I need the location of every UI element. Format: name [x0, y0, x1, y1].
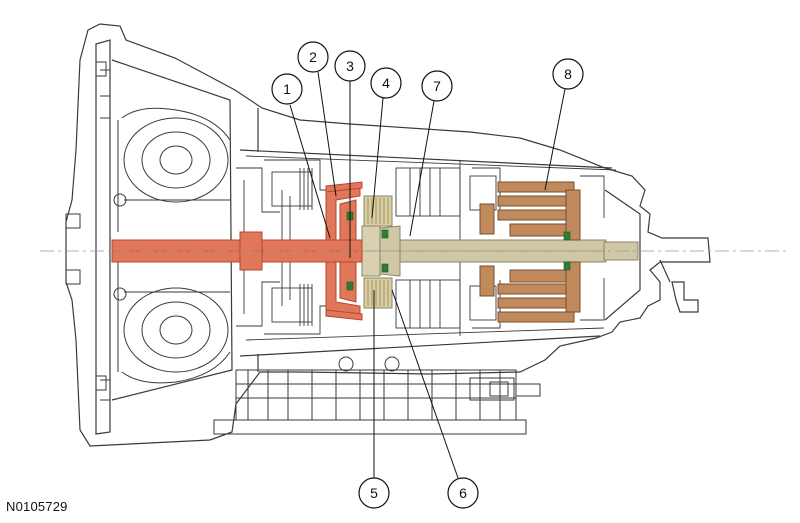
callout-3: 3 [334, 50, 366, 82]
callout-7-label: 7 [433, 78, 441, 94]
callout-6-label: 6 [459, 485, 467, 501]
callout-5: 5 [358, 477, 390, 509]
callout-1: 1 [271, 73, 303, 105]
callout-2-label: 2 [309, 49, 317, 65]
rear-clutch-pack [479, 181, 581, 323]
callout-4-label: 4 [382, 75, 390, 91]
callout-6: 6 [447, 477, 479, 509]
callout-8-label: 8 [564, 66, 572, 82]
figure-id: N0105729 [6, 499, 68, 514]
torque-converter [65, 61, 231, 401]
valve-body [213, 356, 541, 435]
callout-7: 7 [421, 70, 453, 102]
output-shaft [351, 195, 639, 309]
callout-leaders [289, 71, 566, 479]
callout-2: 2 [297, 41, 329, 73]
callout-8: 8 [552, 58, 584, 90]
callout-3-label: 3 [346, 58, 354, 74]
callout-5-label: 5 [370, 485, 378, 501]
callout-4: 4 [370, 67, 402, 99]
callout-1-label: 1 [283, 81, 291, 97]
